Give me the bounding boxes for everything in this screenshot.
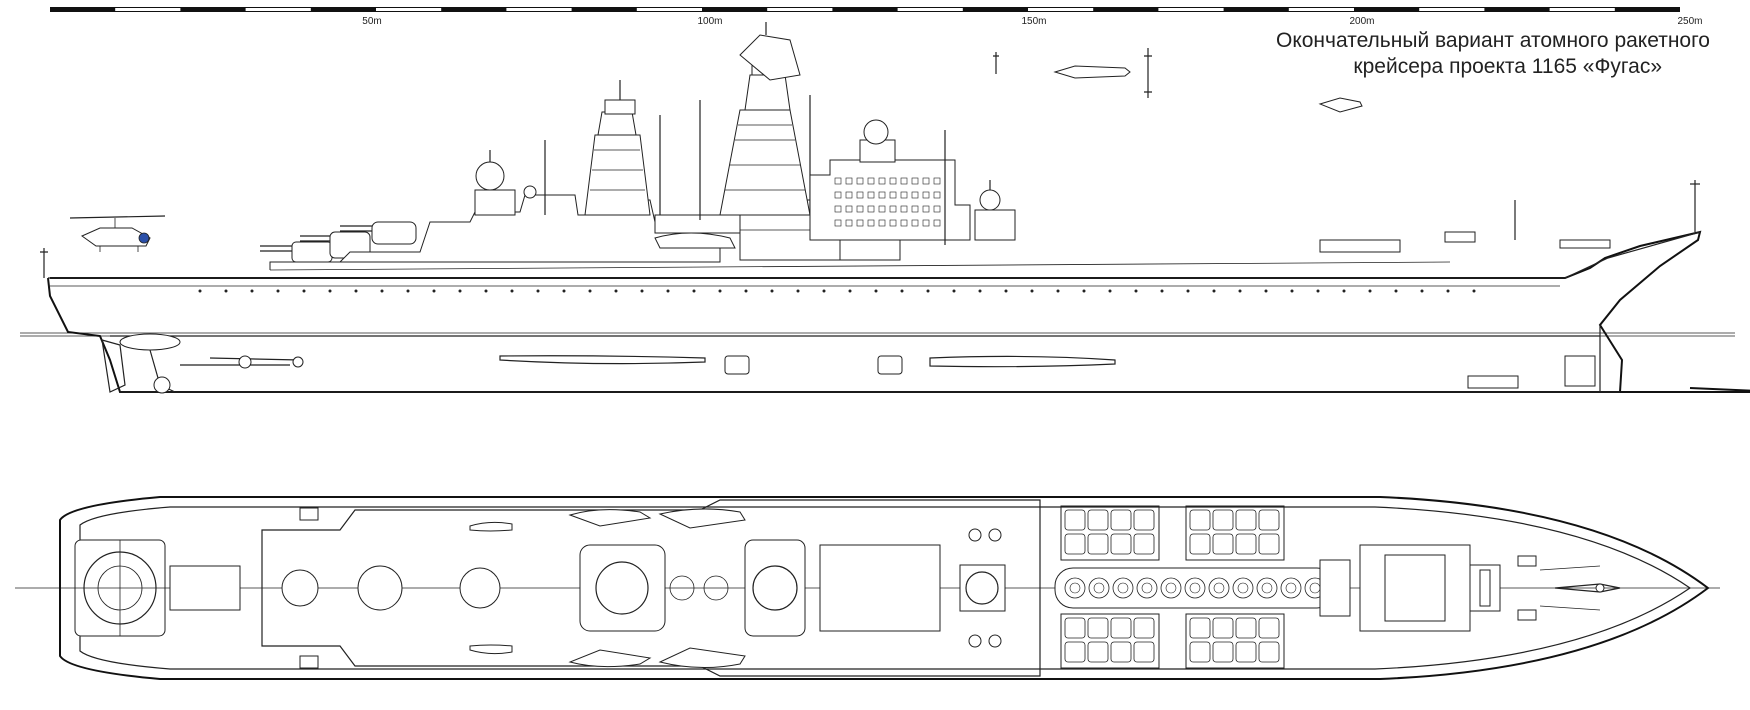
midship-complex-plan bbox=[579, 528, 1006, 648]
deck-outline bbox=[59, 496, 1710, 680]
scale-bar: 50m 100m 150m 200m 250m bbox=[50, 7, 1703, 27]
hull-bottom bbox=[110, 325, 1620, 393]
plan-view bbox=[15, 496, 1720, 680]
title-line-1: Окончательный вариант атомного ракетного bbox=[1276, 29, 1710, 52]
scale-label-150: 150m bbox=[1021, 16, 1046, 27]
underwater-gear bbox=[101, 333, 1596, 394]
aft-radar-dome bbox=[474, 150, 537, 216]
bow-line bbox=[1564, 231, 1701, 279]
missile-cells bbox=[1060, 505, 1285, 669]
scale-label-50: 50m bbox=[362, 16, 381, 27]
aft-mast bbox=[544, 80, 661, 216]
title-line-2: крейсера проекта 1165 «Фугас» bbox=[1353, 55, 1662, 78]
boats-plan bbox=[469, 508, 746, 669]
superstructure-windows bbox=[834, 177, 941, 227]
helipad bbox=[74, 539, 241, 637]
forward-superstructure bbox=[809, 159, 971, 241]
drawing-title: Окончательный вариант атомного ракетного… bbox=[1190, 28, 1710, 80]
helicopter bbox=[69, 215, 166, 252]
superstructure-plan bbox=[261, 499, 1041, 677]
helicopter-marking-icon bbox=[138, 232, 150, 244]
main-mast bbox=[699, 22, 811, 220]
sam-launchers bbox=[1054, 567, 1336, 609]
forward-deck-plan bbox=[1319, 544, 1621, 632]
forward-radar bbox=[859, 119, 946, 245]
forward-director bbox=[974, 180, 1016, 241]
bow-launcher bbox=[1319, 239, 1401, 253]
scale-label-250: 250m bbox=[1677, 16, 1702, 27]
scale-label-100: 100m bbox=[697, 16, 722, 27]
upper-deck-line bbox=[269, 261, 1451, 271]
portholes bbox=[198, 289, 1476, 293]
missile-icons bbox=[993, 48, 1363, 113]
scale-label-200: 200m bbox=[1349, 16, 1374, 27]
deck-inner-outline bbox=[79, 506, 1692, 670]
side-profile bbox=[20, 22, 1750, 394]
